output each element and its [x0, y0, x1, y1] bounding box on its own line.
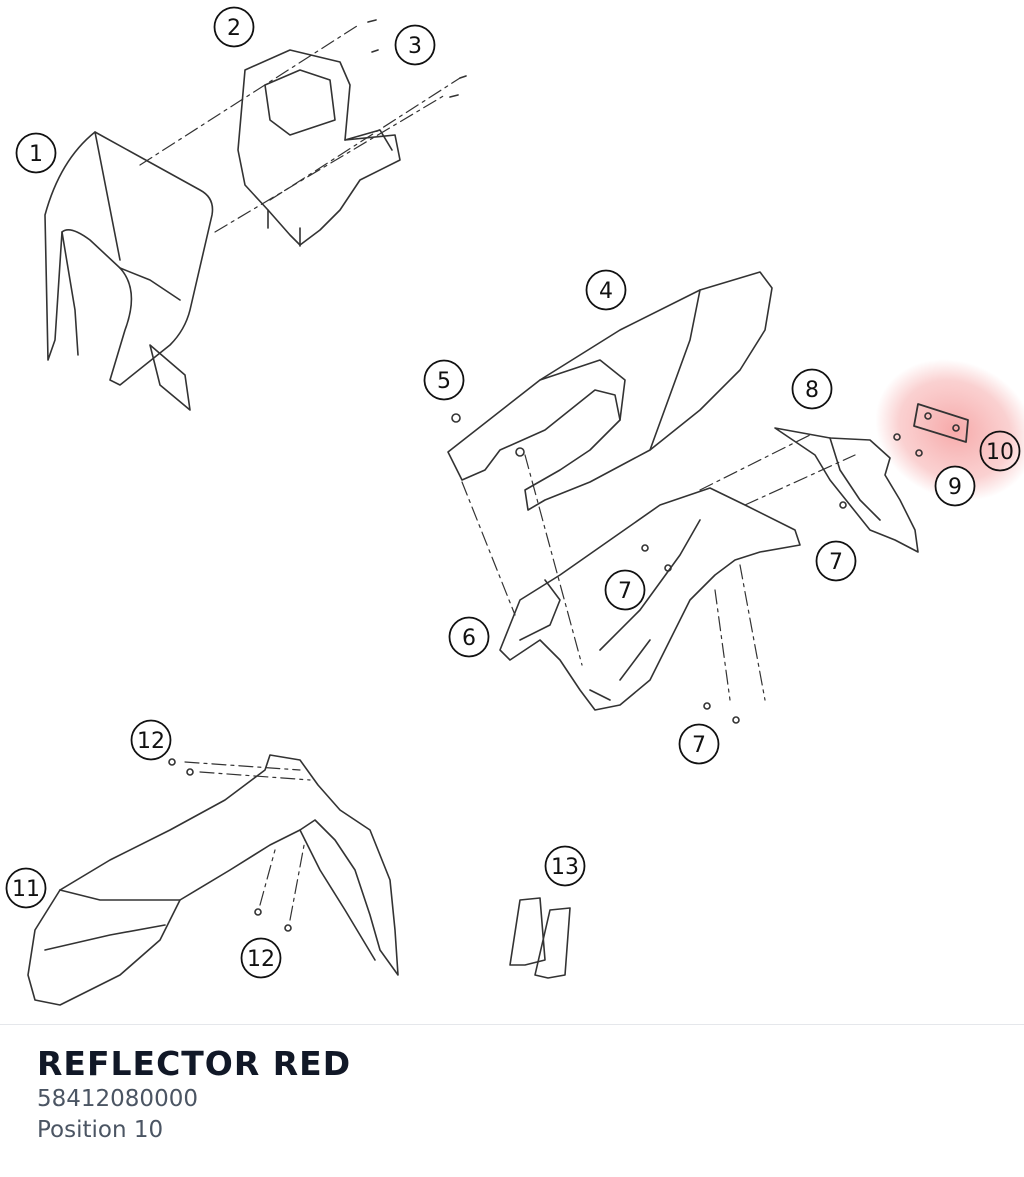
- callout-circle: [815, 540, 857, 582]
- callout-label: 1: [29, 142, 43, 167]
- callout-label: 3: [408, 34, 422, 59]
- callout-label: 7: [829, 550, 843, 575]
- callout-label: 8: [805, 378, 819, 403]
- callout-label: 11: [12, 877, 40, 902]
- callout-7c[interactable]: 7: [678, 723, 720, 765]
- callout-7b[interactable]: 7: [815, 540, 857, 582]
- callout-circle: [934, 465, 976, 507]
- callout-label: 13: [551, 855, 579, 880]
- part-info-panel: REFLECTOR RED 58412080000 Position 10: [37, 1044, 351, 1146]
- callout-label: 10: [986, 440, 1014, 465]
- part-rear-fender: [447, 271, 773, 511]
- callout-circle: [240, 937, 282, 979]
- callout-circle: [448, 616, 490, 658]
- part-headlight-mask: [44, 131, 214, 411]
- part-pads: [509, 897, 571, 979]
- callout-8[interactable]: 8: [791, 368, 833, 410]
- callout-7a[interactable]: 7: [604, 569, 646, 611]
- callout-label: 7: [692, 733, 706, 758]
- callout-label: 5: [437, 369, 451, 394]
- callout-11[interactable]: 11: [5, 867, 47, 909]
- divider: [0, 1024, 1024, 1025]
- callout-circle: [5, 867, 47, 909]
- callout-12a[interactable]: 12: [130, 719, 172, 761]
- callout-label: 2: [227, 16, 241, 41]
- assembly-lines: [139, 23, 856, 921]
- callout-label: 4: [599, 279, 613, 304]
- part-side-panel: [499, 487, 801, 711]
- callout-circle: [544, 845, 586, 887]
- part-reflector: [913, 403, 969, 443]
- callout-circle: [213, 6, 255, 48]
- callout-circle: [979, 430, 1021, 472]
- callout-circle: [604, 569, 646, 611]
- callout-circle: [130, 719, 172, 761]
- callout-12b[interactable]: 12: [240, 937, 282, 979]
- part-number: 58412080000: [37, 1086, 198, 1112]
- screws: [168, 19, 923, 932]
- callout-9[interactable]: 9: [934, 465, 976, 507]
- part-plate-holder: [774, 427, 919, 553]
- callout-circle: [585, 269, 627, 311]
- callout-circle: [791, 368, 833, 410]
- part-position: Position 10: [37, 1117, 164, 1143]
- callout-circle: [678, 723, 720, 765]
- highlight-glow: [875, 359, 1024, 501]
- part-front-fender: [27, 754, 399, 1006]
- callout-6[interactable]: 6: [448, 616, 490, 658]
- callout-10[interactable]: 10: [979, 430, 1021, 472]
- part-headlight-bracket: [237, 49, 401, 247]
- callout-circle: [15, 132, 57, 174]
- callout-circle: [423, 359, 465, 401]
- callout-label: 7: [618, 579, 632, 604]
- callout-1[interactable]: 1: [15, 132, 57, 174]
- part-title: REFLECTOR RED: [37, 1044, 352, 1083]
- callout-label: 6: [462, 626, 476, 651]
- callout-label: 12: [247, 947, 275, 972]
- callout-2[interactable]: 2: [213, 6, 255, 48]
- callout-4[interactable]: 4: [585, 269, 627, 311]
- callout-label: 12: [137, 729, 165, 754]
- callout-3[interactable]: 3: [394, 24, 436, 66]
- callout-label: 9: [948, 475, 962, 500]
- callout-13[interactable]: 13: [544, 845, 586, 887]
- callout-circle: [394, 24, 436, 66]
- callout-5[interactable]: 5: [423, 359, 465, 401]
